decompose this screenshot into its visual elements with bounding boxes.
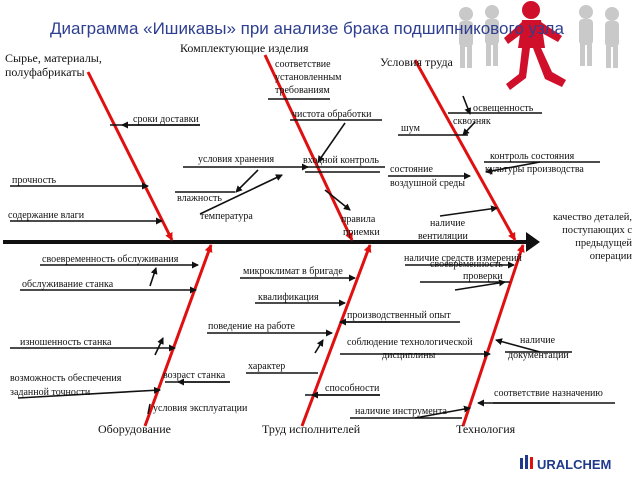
- category-materials-line2: полуфабрикаты: [5, 65, 85, 79]
- cause-humidity: влажность: [177, 193, 222, 204]
- category-labels: Сырье, материалы, полуфабрикаты Комплект…: [5, 41, 516, 436]
- cause-work-behavior: поведение на работе: [208, 321, 296, 332]
- bone-technology: [461, 244, 525, 427]
- svg-text:предыдущей: предыдущей: [575, 238, 632, 249]
- svg-text:операции: операции: [590, 251, 633, 262]
- effect-label: качество деталей, поступающих с предыдущ…: [553, 212, 632, 262]
- cause-moisture-content: содержание влаги: [8, 210, 85, 221]
- svg-text:качество деталей,: качество деталей,: [553, 212, 632, 223]
- cause-machine-wear: изношенность станка: [20, 337, 112, 348]
- cause-surface-cleanliness: чистота обработки: [292, 109, 372, 120]
- cause-lines: [10, 95, 615, 419]
- bone-equipment: [143, 244, 213, 427]
- cause-ventilation: наличие: [430, 218, 466, 229]
- cause-delivery-terms: сроки доставки: [133, 114, 199, 125]
- svg-text:URALCHEM: URALCHEM: [537, 457, 611, 472]
- uralchem-logo: URALCHEM: [520, 455, 611, 472]
- cause-compliance: соответствие: [275, 59, 331, 70]
- cause-tech-discipline-line2: дисциплины: [382, 350, 436, 361]
- cause-precision: возможность обеспечения: [10, 373, 122, 384]
- category-materials: Сырье, материалы,: [5, 51, 102, 65]
- cause-measuring-tools: наличие средств измерений: [404, 253, 522, 264]
- cause-work-experience: производственный опыт: [347, 310, 451, 321]
- main-spine: [3, 232, 540, 252]
- cause-air-state-line2: воздушной среды: [390, 178, 465, 189]
- cause-precision-line2: заданной точности: [10, 387, 91, 398]
- bone-materials: [86, 71, 174, 241]
- cause-documentation-line2: документации: [508, 350, 569, 361]
- cause-team-climate: микроклимат в бригаде: [243, 266, 343, 277]
- cause-strength: прочность: [12, 175, 57, 186]
- cause-timely-check: своевременность: [430, 259, 503, 270]
- bone-components: [263, 54, 354, 241]
- svg-text:поступающих с: поступающих с: [562, 225, 632, 236]
- cause-culture-control: контроль состояния: [490, 151, 575, 162]
- cause-qualification: квалификация: [258, 292, 319, 303]
- cause-character: характер: [248, 361, 285, 372]
- cause-documentation: наличие: [520, 335, 556, 346]
- cause-compliance-line2: установленным: [275, 72, 342, 83]
- cause-ventilation-line2: вентиляции: [418, 231, 468, 242]
- header-people-illustration: [459, 1, 619, 90]
- cause-air-state: состояние: [390, 164, 433, 175]
- cause-temperature: температура: [200, 211, 253, 222]
- cause-tools-availability: наличие инструмента: [355, 406, 448, 417]
- cause-lighting: освещенность: [473, 103, 534, 114]
- cause-storage-conditions: условия хранения: [198, 154, 275, 165]
- cause-draft: сквозняк: [453, 116, 491, 127]
- diagram-title: Диаграмма «Ишикавы» при анализе брака по…: [50, 19, 564, 38]
- category-technology: Технология: [456, 422, 516, 436]
- category-equipment: Оборудование: [98, 422, 171, 436]
- cause-culture-control-line2: культуры производства: [485, 164, 584, 175]
- cause-operating-conditions: условия эксплуатации: [153, 403, 248, 414]
- category-labor: Труд исполнителей: [262, 422, 361, 436]
- category-conditions: Условия труда: [380, 55, 454, 69]
- cause-acceptance-rules: правила: [341, 214, 376, 225]
- cause-compliance-line3: требованиям: [275, 85, 330, 96]
- cause-timely-service: своевременность обслуживания: [42, 254, 179, 265]
- cause-timely-check-line2: проверки: [463, 271, 503, 282]
- cause-machine-age: возраст станка: [163, 370, 226, 381]
- cause-labels: сроки доставки прочность содержание влаг…: [8, 59, 603, 417]
- cause-abilities: способности: [325, 383, 380, 394]
- cause-purpose-fit: соответствие назначению: [494, 388, 603, 399]
- bone-conditions: [413, 59, 517, 241]
- cause-tech-discipline: соблюдение технологической: [347, 337, 473, 348]
- logo-mark-icon: [520, 455, 533, 469]
- cause-noise: шум: [401, 123, 421, 134]
- cause-acceptance-rules-line2: приемки: [343, 227, 380, 238]
- cause-incoming-control: входной контроль: [303, 155, 379, 166]
- category-components: Комплектующие изделия: [180, 41, 309, 55]
- cause-machine-service: обслуживание станка: [22, 279, 114, 290]
